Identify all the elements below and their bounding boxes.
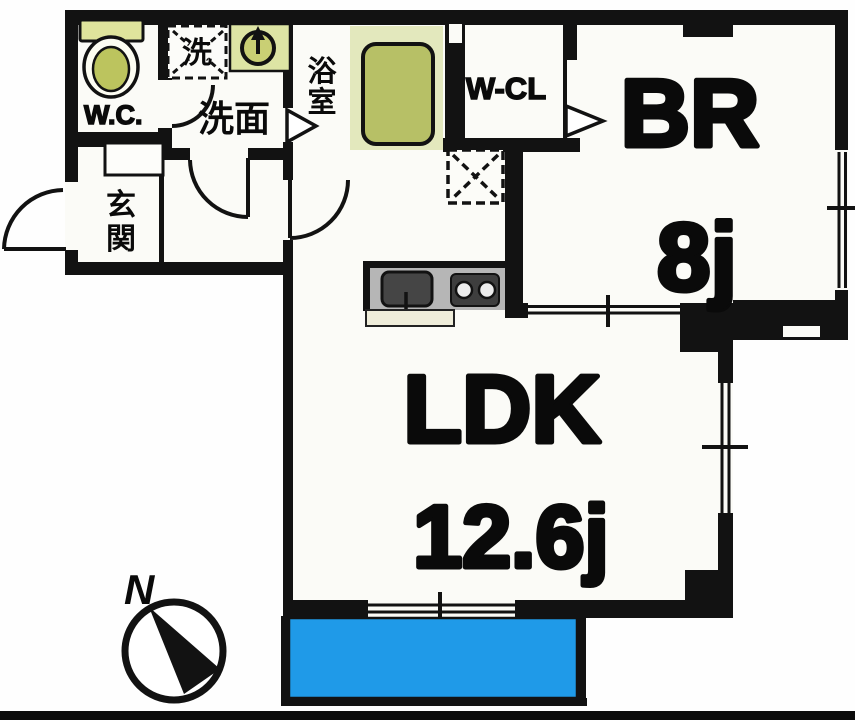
bedroom-right-window-line	[837, 152, 841, 288]
wall-corridor-ldk-upper	[283, 142, 293, 180]
stove-burner-icon	[454, 280, 474, 300]
windows	[368, 152, 855, 626]
bathroom-label-char2: 室	[307, 85, 336, 119]
entrance-label-char1: 玄	[106, 188, 136, 222]
bathroom-label-char1: 浴	[307, 55, 337, 88]
fixtures	[78, 18, 505, 327]
bedroom-size-label: 8j	[657, 204, 737, 311]
balcony-wall-left	[281, 616, 289, 704]
wall-bedroom-left-lower	[505, 140, 523, 318]
wall-ldk-right-upper	[718, 352, 733, 383]
toilet-seat	[91, 45, 131, 93]
wall-notch-pillar	[449, 24, 462, 43]
bedroom-right-window-line	[844, 152, 847, 288]
wall-bedroom-top-pillar	[683, 25, 733, 37]
wc-label: W.C.	[84, 100, 143, 130]
wall-closet-right	[563, 10, 577, 60]
bedroom-label: BR	[621, 60, 760, 167]
entrance-step-line	[159, 172, 164, 265]
wall-ldk-left	[283, 240, 293, 602]
kitchen-counter-front	[365, 309, 455, 327]
wall-ldk-bottom-left	[283, 600, 368, 618]
wall-slider-left-stub	[505, 303, 528, 318]
laundry-label: 洗	[182, 37, 212, 70]
walk-in-closet-label: W-CL	[466, 71, 546, 106]
bathtub	[361, 42, 435, 146]
laundry-box-diagonal	[172, 29, 190, 47]
image-bottom-strip	[0, 711, 855, 720]
room-labels: W.C. 洗 洗面 浴 室 W-CL BR 8j 玄 関 LDK 12.6j	[83, 37, 762, 589]
wall-right-upper	[835, 10, 848, 150]
stove-burner-icon	[477, 280, 497, 300]
entry-door-arc	[2, 188, 64, 250]
bedroom-right-window-tick	[827, 206, 855, 210]
balcony-deck	[287, 616, 579, 700]
wall-bath-closet	[445, 10, 465, 152]
wall-left-upper	[65, 10, 78, 182]
wall-ldk-corner-pillar	[685, 570, 733, 618]
compass-north-label: N	[124, 566, 156, 613]
balcony-wall-bottom	[281, 698, 587, 706]
balcony-wall-right	[577, 616, 586, 706]
ldk-balcony-window-tick	[438, 592, 442, 626]
laundry-box-diagonal	[172, 57, 190, 75]
balcony	[281, 616, 587, 706]
ldk-size-label: 12.6j	[413, 487, 609, 586]
wall-ldk-bedroom-corner	[680, 303, 733, 352]
wall-entrance-bottom	[65, 262, 293, 275]
entrance-label-char2: 関	[106, 223, 136, 256]
shoe-cabinet	[103, 141, 165, 177]
refrigerator-box-diagonal	[451, 153, 500, 200]
washroom-label: 洗面	[198, 98, 270, 139]
bathroom-entry-arrow	[285, 107, 320, 145]
wc-door-arc	[171, 84, 215, 128]
doors	[2, 84, 608, 251]
ldk-right-window-tick	[702, 445, 748, 449]
wall-washroom-bottom-left	[160, 148, 190, 160]
kitchen-counter-top-edge	[363, 261, 505, 270]
wall-notch-bedroom	[783, 326, 820, 337]
ldk-label: LDK	[403, 356, 600, 463]
kitchen-counter-left-edge	[363, 261, 370, 311]
ldk-door-arc	[289, 179, 350, 240]
wall-closet-door-jamb	[563, 60, 567, 138]
wall-washroom-bottom-right	[248, 148, 292, 160]
laundry-box-diagonal	[206, 57, 224, 75]
building-floor	[65, 10, 848, 618]
bedroom-slider-tick	[606, 295, 610, 327]
wall-ldk-bottom-right	[515, 600, 733, 618]
basin-faucet-arrow-icon	[251, 26, 265, 40]
laundry-box-diagonal	[206, 29, 224, 47]
closet-entry-arrow	[564, 103, 608, 139]
compass-needle-icon	[149, 607, 220, 694]
compass: N	[121, 566, 227, 704]
washroom-door-arc	[188, 159, 249, 219]
